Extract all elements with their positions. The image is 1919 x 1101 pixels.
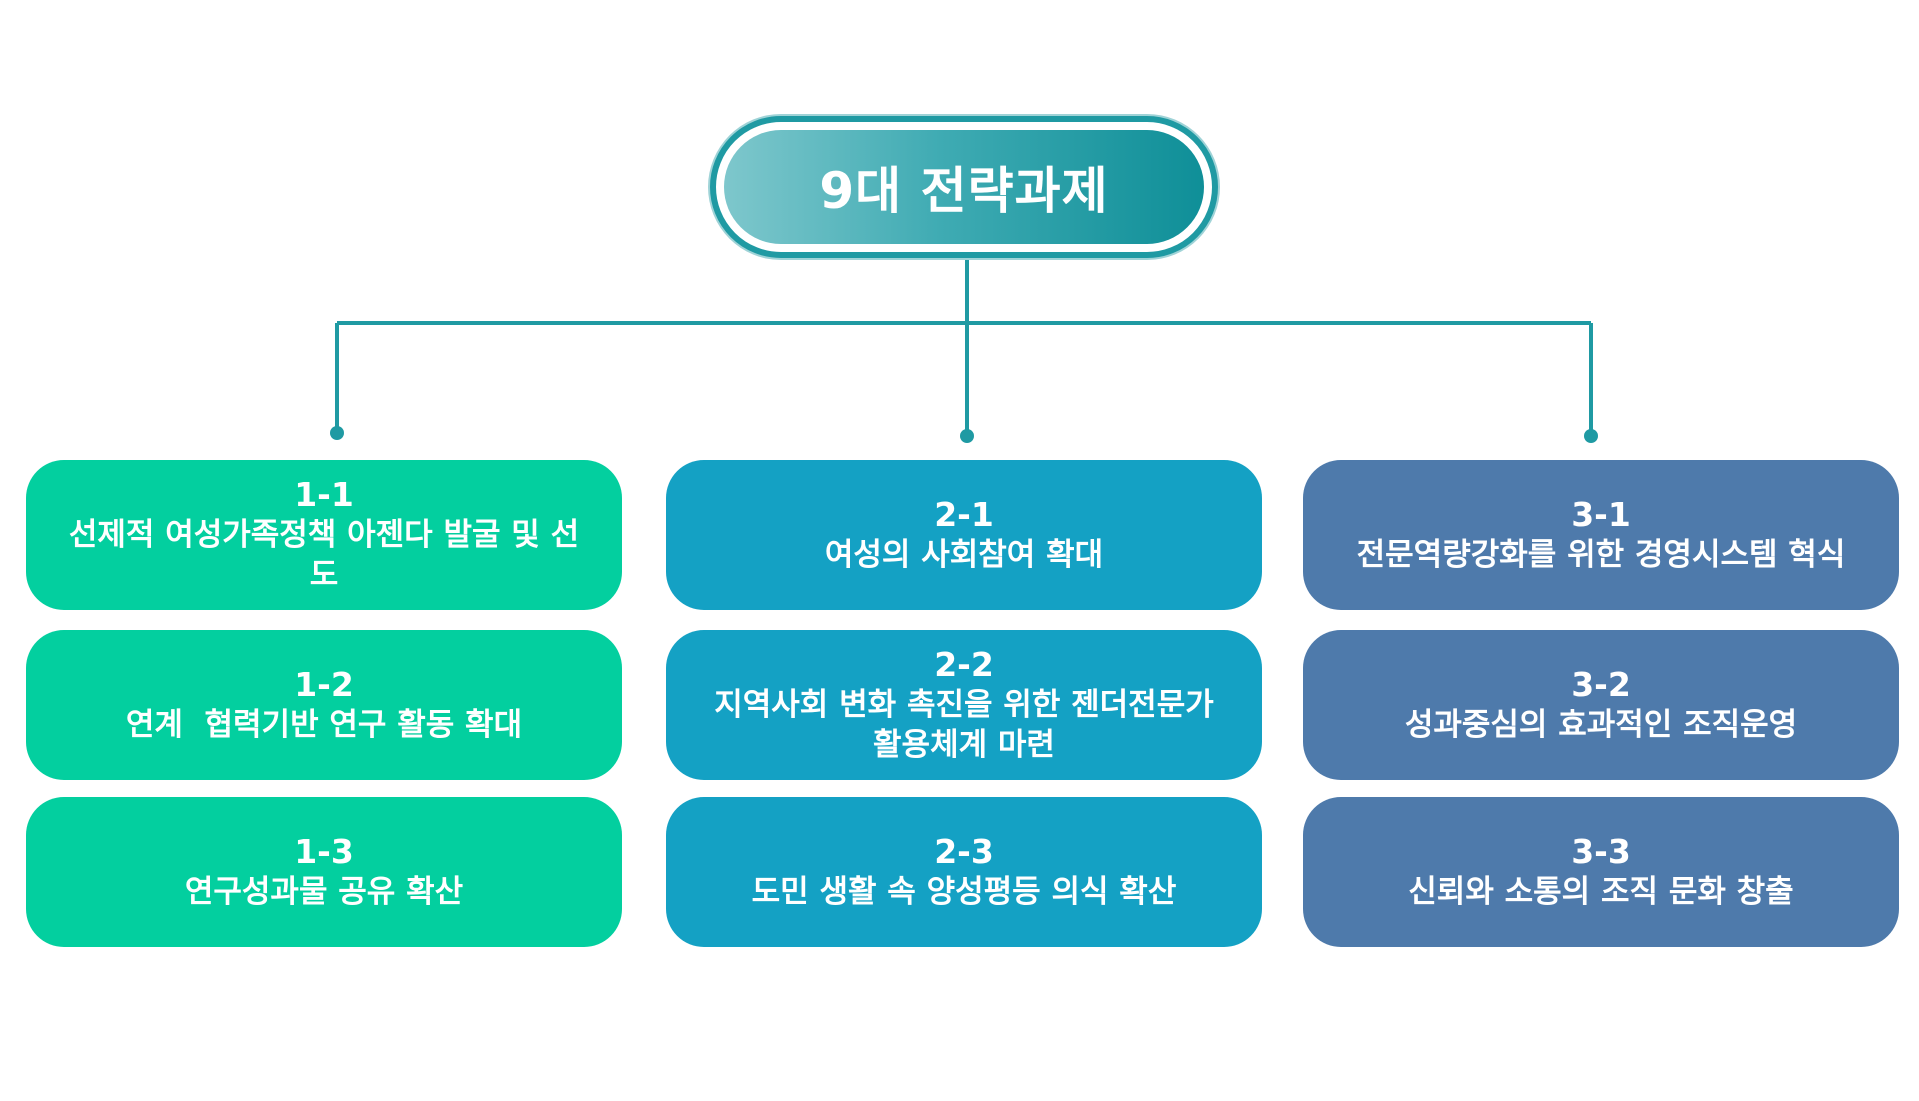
task-number: 2-2 (934, 645, 994, 684)
task-number: 2-3 (934, 832, 994, 871)
task-number: 1-3 (294, 832, 354, 871)
task-label: 도민 생활 속 양성평등 의식 확산 (751, 874, 1177, 910)
connector-dot-left (330, 426, 344, 440)
connector-dot-center (960, 429, 974, 443)
task-box-3-1: 3-1 전문역량강화를 위한 경영시스템 혁식 (1303, 460, 1899, 610)
task-number: 3-1 (1571, 495, 1631, 534)
connector-dot-right (1584, 429, 1598, 443)
task-number: 3-3 (1571, 832, 1631, 871)
task-number: 1-1 (294, 475, 354, 514)
task-box-1-2: 1-2 연계 협력기반 연구 활동 확대 (26, 630, 622, 780)
task-box-1-3: 1-3 연구성과물 공유 확산 (26, 797, 622, 947)
task-box-2-2: 2-2 지역사회 변화 촉진을 위한 젠더전문가 활용체계 마련 (666, 630, 1262, 780)
task-label: 지역사회 변화 촉진을 위한 젠더전문가 활용체계 마련 (714, 687, 1214, 763)
task-label: 연구성과물 공유 확산 (184, 874, 464, 910)
task-number: 3-2 (1571, 665, 1631, 704)
root-title: 9대 전략과제 (819, 162, 1109, 220)
task-label: 여성의 사회참여 확대 (824, 537, 1104, 573)
task-number: 2-1 (934, 495, 994, 534)
task-label: 연계 협력기반 연구 활동 확대 (125, 707, 523, 743)
root-node: 9대 전략과제 (710, 116, 1218, 258)
task-label: 전문역량강화를 위한 경영시스템 혁식 (1356, 537, 1846, 573)
task-label: 선제적 여성가족정책 아젠다 발굴 및 선도 (68, 517, 580, 593)
task-box-2-3: 2-3 도민 생활 속 양성평등 의식 확산 (666, 797, 1262, 947)
task-label: 성과중심의 효과적인 조직운영 (1404, 707, 1798, 743)
root-node-fill: 9대 전략과제 (724, 130, 1204, 244)
task-box-1-1: 1-1 선제적 여성가족정책 아젠다 발굴 및 선도 (26, 460, 622, 610)
task-box-3-3: 3-3 신뢰와 소통의 조직 문화 창출 (1303, 797, 1899, 947)
task-number: 1-2 (294, 665, 354, 704)
task-box-3-2: 3-2 성과중심의 효과적인 조직운영 (1303, 630, 1899, 780)
task-label: 신뢰와 소통의 조직 문화 창출 (1408, 874, 1794, 910)
task-box-2-1: 2-1 여성의 사회참여 확대 (666, 460, 1262, 610)
